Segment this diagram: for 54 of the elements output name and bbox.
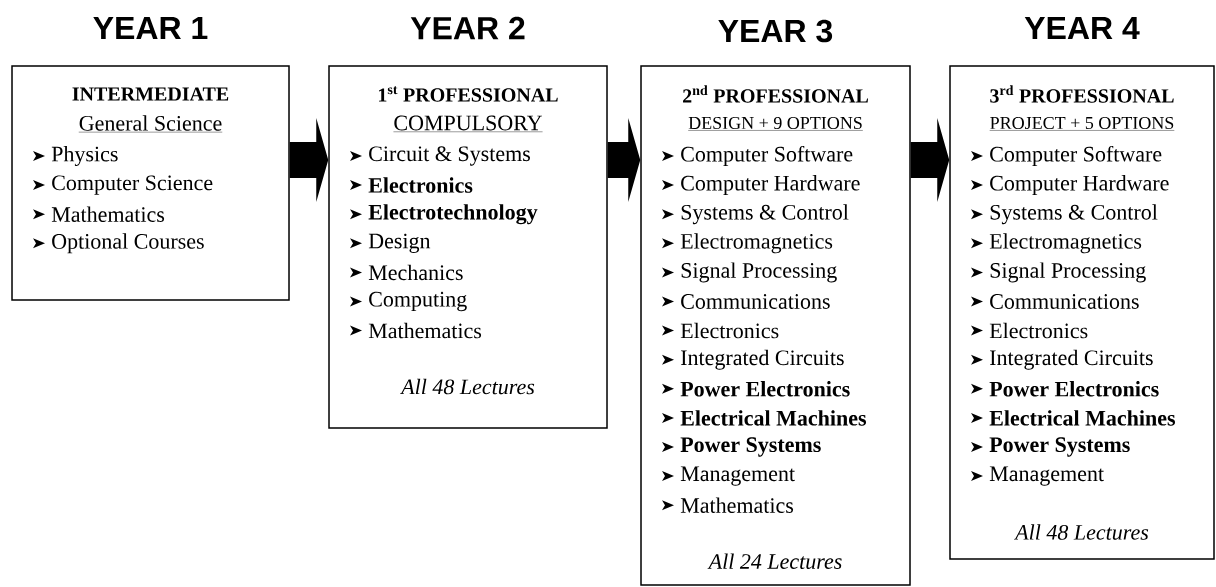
course-item: Computer Software — [662, 145, 853, 167]
course-item: Power Systems — [971, 437, 1130, 457]
course-item: Physics — [33, 146, 118, 166]
course-item: Power Electronics — [662, 381, 850, 397]
course-item: Electromagnetics — [971, 233, 1142, 254]
course-item: Communications — [662, 294, 830, 309]
course-item: Signal Processing — [971, 262, 1146, 283]
course-item: Communications — [971, 294, 1139, 309]
box-heading: 3$^{rd}$ PROFESSIONAL — [990, 85, 1174, 103]
year-heading: YEAR 1 — [93, 17, 208, 39]
lecture-count: All 48 Lectures — [400, 378, 535, 395]
course-item: Power Systems — [662, 437, 821, 457]
year-heading: YEAR 2 — [410, 16, 525, 40]
course-item: Signal Processing — [662, 262, 837, 283]
box-subheading: DESIGN + 9 OPTIONS — [687, 116, 864, 131]
course-item: Electronics — [971, 322, 1088, 339]
course-item: Integrated Circuits — [662, 349, 844, 370]
course-item: Electronics — [350, 177, 473, 193]
box-subheading: COMPULSORY — [393, 115, 543, 132]
course-item: Design — [350, 233, 431, 253]
course-item: Systems & Control — [662, 204, 849, 225]
course-item: Mathematics — [33, 206, 165, 222]
course-item: Mechanics — [350, 264, 463, 281]
box-heading: 1$^{st}$ PROFESSIONAL — [379, 86, 558, 102]
course-item: Electrotechnology — [350, 204, 538, 225]
box-subheading: General Science — [78, 115, 223, 133]
course-item: Electrical Machines — [662, 410, 867, 426]
course-item: Computer Hardware — [662, 175, 860, 196]
course-item: Computer Science — [33, 175, 213, 195]
box-subheading: PROJECT + 5 OPTIONS — [989, 116, 1175, 131]
lecture-count: All 24 Lectures — [707, 553, 842, 569]
year-heading: YEAR 3 — [718, 19, 833, 43]
course-item: Management — [971, 466, 1104, 486]
box-heading: INTERMEDIATE — [72, 87, 229, 101]
course-item: Computer Hardware — [971, 175, 1169, 196]
course-item: Mathematics — [350, 322, 482, 339]
course-item: Optional Courses — [33, 233, 204, 254]
block-arrow — [607, 118, 641, 202]
box-heading: 2$^{nd}$ PROFESSIONAL — [683, 85, 868, 103]
year-heading: YEAR 4 — [1024, 17, 1140, 39]
course-item: Electrical Machines — [971, 410, 1176, 426]
course-item: Computer Software — [971, 145, 1162, 167]
block-arrow — [910, 118, 950, 202]
course-item: Electromagnetics — [662, 233, 833, 254]
lecture-count: All 48 Lectures — [1014, 524, 1149, 540]
course-item: Management — [662, 466, 795, 486]
course-item: Power Electronics — [971, 381, 1159, 397]
course-item: Electronics — [662, 322, 779, 339]
block-arrow — [289, 118, 329, 202]
course-item: Computing — [350, 291, 467, 312]
course-item: Systems & Control — [971, 204, 1158, 225]
course-item: Integrated Circuits — [971, 349, 1153, 370]
course-item: Mathematics — [662, 497, 794, 513]
course-item: Circuit & Systems — [350, 146, 530, 166]
